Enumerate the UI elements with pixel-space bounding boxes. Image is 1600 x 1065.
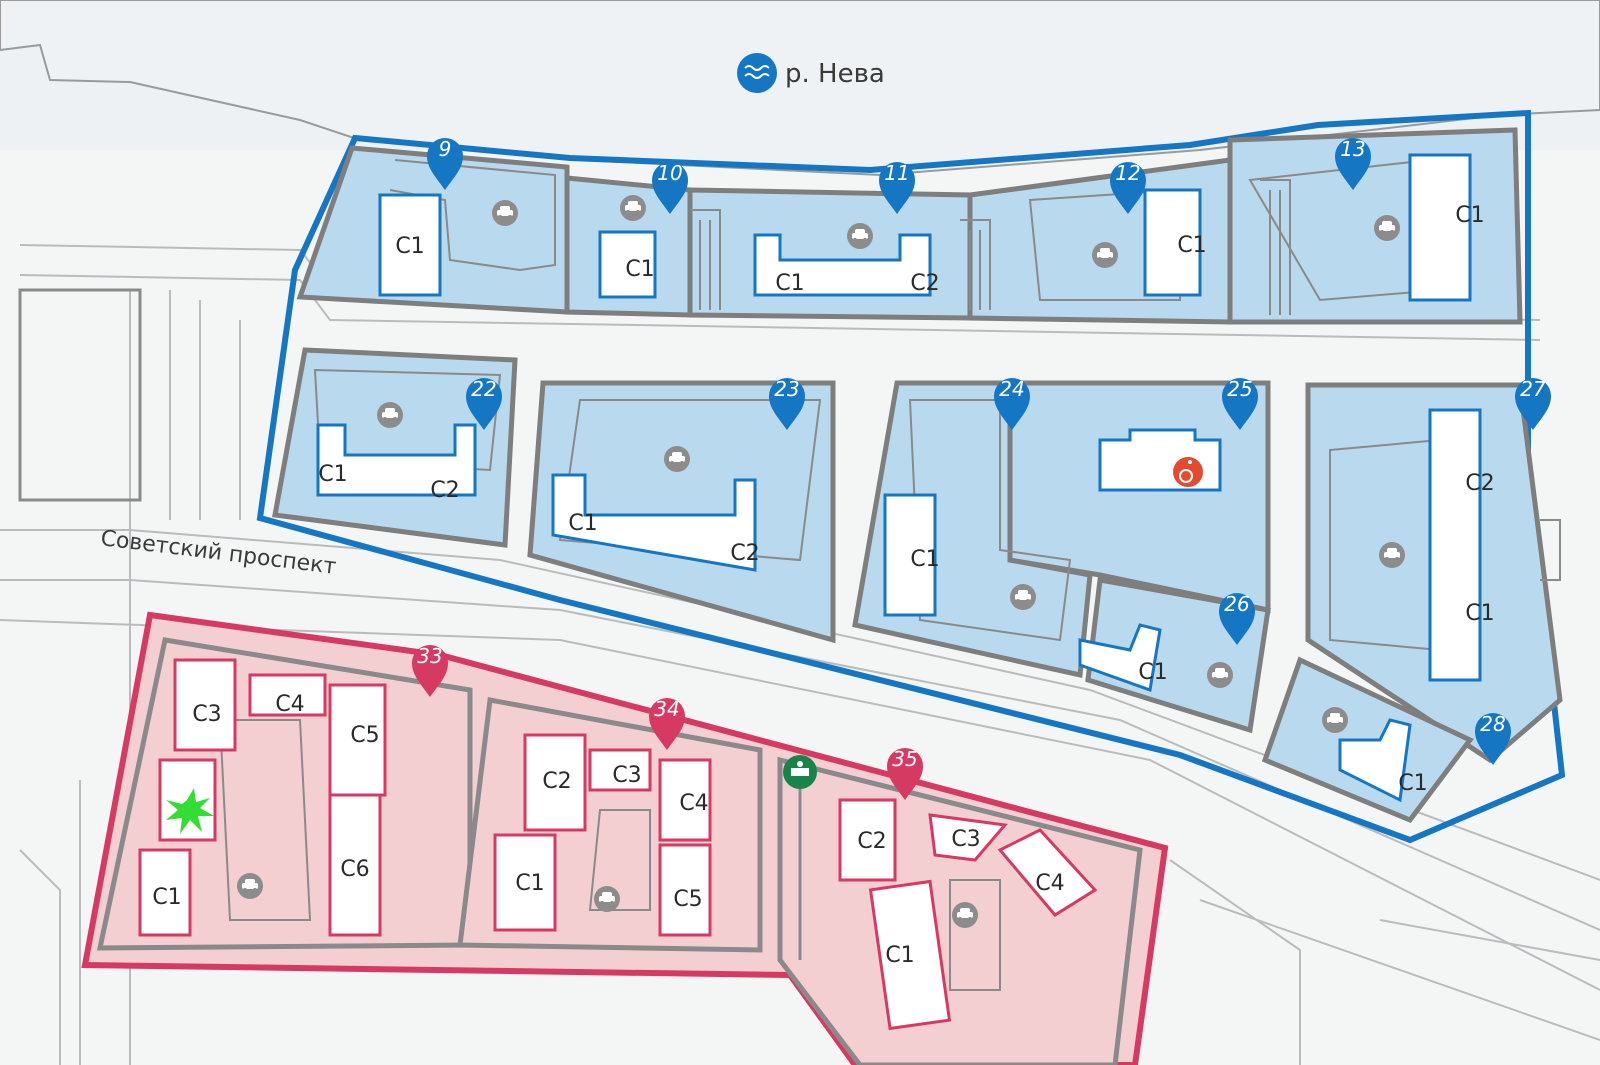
parking-car-icon: [237, 873, 263, 899]
svg-text:C6: C6: [340, 857, 369, 882]
blue-buildings: [316, 153, 1482, 803]
parking-car-icon: [664, 446, 690, 472]
parking-car-icon: [1379, 542, 1405, 568]
svg-text:C2: C2: [430, 478, 459, 503]
wheelchair-icon: [1173, 457, 1203, 487]
svg-text:C1: C1: [1465, 601, 1494, 626]
plot-33-marker: 33: [417, 644, 442, 668]
parking-car-icon: [847, 223, 873, 249]
parking-car-icon: [1322, 707, 1348, 733]
parking-car-icon: [1010, 584, 1036, 610]
parking-car-icon: [594, 886, 620, 912]
street-label: Советский проспект: [99, 526, 338, 580]
svg-text:C1: C1: [1138, 660, 1167, 685]
svg-text:C3: C3: [612, 763, 641, 788]
plot-35-marker: 35: [892, 747, 917, 771]
parking-car-icon: [1207, 662, 1233, 688]
parking-car-icon: [1374, 215, 1400, 241]
parking-car-icon: [1092, 242, 1118, 268]
svg-text:C2: C2: [857, 829, 886, 854]
svg-text:C1: C1: [568, 511, 597, 536]
svg-text:C1: C1: [885, 943, 914, 968]
plot-25-marker: 25: [1227, 377, 1252, 401]
svg-text:C2: C2: [730, 541, 759, 566]
svg-text:C1: C1: [395, 234, 424, 259]
svg-text:C1: C1: [515, 871, 544, 896]
plot-23-area: [527, 380, 836, 644]
svg-text:C4: C4: [275, 692, 304, 717]
plot-23-marker: 23: [774, 377, 799, 401]
svg-text:C4: C4: [1035, 871, 1064, 896]
svg-text:C1: C1: [152, 885, 181, 910]
river-label: р. Нева: [785, 59, 885, 89]
river-bank: [0, 0, 1600, 177]
pink-marker-labels: 33 34 35: [417, 644, 917, 771]
svg-text:C1: C1: [910, 547, 939, 572]
water-waves-icon: [737, 53, 777, 93]
svg-text:C2: C2: [910, 271, 939, 296]
svg-text:C5: C5: [350, 723, 379, 748]
plot-9-marker: 9: [439, 137, 452, 161]
svg-text:C4: C4: [679, 791, 708, 816]
plot-26-marker: 26: [1224, 592, 1249, 616]
svg-text:C5: C5: [673, 887, 702, 912]
svg-text:C3: C3: [951, 827, 980, 852]
plot-24-marker: 24: [999, 377, 1024, 401]
plot-22-marker: 22: [471, 377, 496, 401]
shop-icon: [783, 755, 817, 960]
plot-10-marker: 10: [657, 161, 682, 185]
plot-27-marker: 27: [1520, 377, 1546, 401]
plot-13-marker: 13: [1340, 137, 1365, 161]
parking-car-icon: [620, 195, 646, 221]
parking-car-icon: [952, 902, 978, 928]
svg-text:C3: C3: [192, 702, 221, 727]
svg-text:C2: C2: [542, 769, 571, 794]
parking-car-icon: [492, 200, 518, 226]
svg-text:C1: C1: [1177, 233, 1206, 258]
building-labels: C1 C1 C1 C2 C1 C1 C1 C2 C1 C2 C1 C1 C2 C…: [152, 203, 1494, 968]
svg-text:C2: C2: [1465, 471, 1494, 496]
plot-28-marker: 28: [1480, 712, 1505, 736]
river-label-group: р. Нева: [737, 53, 885, 93]
svg-text:C1: C1: [318, 462, 347, 487]
star-burst-icon: [166, 788, 214, 834]
svg-text:C1: C1: [775, 271, 804, 296]
blue-marker-labels: 9 10 11 12 13 22 23 24 25 27 26 28: [439, 137, 1546, 736]
plot-12-marker: 12: [1115, 161, 1140, 185]
svg-text:C1: C1: [1455, 203, 1484, 228]
pink-courtyard-lines: [218, 719, 1001, 991]
svg-text:C1: C1: [625, 257, 654, 282]
plot-11-marker: 11: [884, 161, 909, 185]
svg-text:C1: C1: [1398, 771, 1427, 796]
plot-34-marker: 34: [654, 697, 679, 721]
parking-car-icon: [377, 402, 403, 428]
